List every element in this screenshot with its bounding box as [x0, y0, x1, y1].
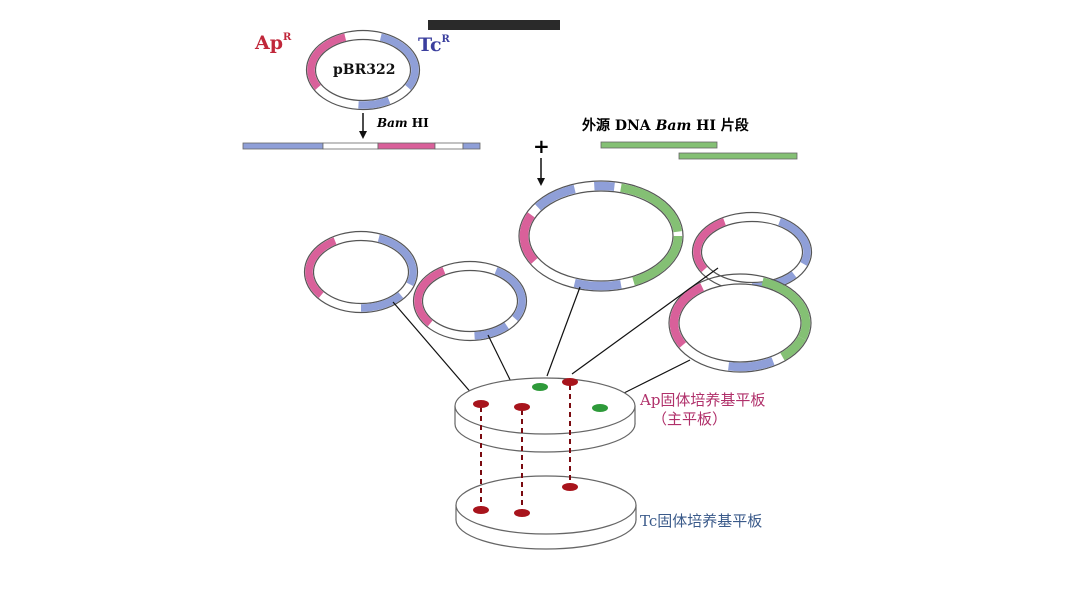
down-arrow-icon — [537, 158, 545, 186]
red-colony — [562, 483, 578, 491]
red-colony — [562, 378, 578, 386]
tc-plate-label: Tc固体培养基平板 — [640, 512, 762, 530]
ap-main-text: Ap — [254, 32, 283, 54]
tc-replica-plate — [455, 475, 637, 550]
foreign-fragment — [678, 152, 798, 160]
pbr322-plasmid — [305, 29, 421, 111]
green-colony — [532, 383, 548, 391]
plasmid-ring — [691, 211, 813, 293]
tc-sup-text: R — [442, 34, 451, 45]
ap-plate-label: Ap固体培养基平板 — [639, 391, 765, 409]
tc-main-text: Tc — [418, 34, 442, 56]
leader-line — [571, 267, 719, 375]
recombinant-plasmid-ring — [518, 180, 684, 292]
red-colony — [514, 403, 530, 411]
enzyme-rest-text: HI — [408, 116, 430, 130]
ap-master-plate — [454, 377, 636, 453]
plasmid-ring — [303, 230, 419, 314]
ap-sup-text: R — [283, 32, 292, 43]
replica-lines — [480, 385, 571, 512]
ampicillin-resistance-label: ApR — [254, 32, 292, 54]
plus-sign: + — [533, 134, 550, 158]
red-colony — [473, 506, 489, 514]
foreign-prefix-text: 外源 DNA — [582, 117, 656, 134]
foreign-italic-text: Bam — [655, 118, 692, 134]
foreign-dna-label: 外源 DNA Bam HI 片段 — [582, 117, 749, 134]
plasmid-name-label: pBR322 — [333, 62, 395, 78]
enzyme-italic-text: Bam — [376, 116, 408, 130]
down-arrow-icon — [359, 113, 367, 139]
foreign-suffix-text: HI 片段 — [691, 117, 749, 134]
pbr322-ring — [305, 29, 421, 111]
leader-line — [546, 286, 581, 377]
tetracycline-resistance-label: TcR — [418, 34, 451, 56]
red-colony — [514, 509, 530, 517]
foreign-fragment — [600, 141, 718, 149]
red-colony — [473, 400, 489, 408]
top-bar — [428, 20, 560, 30]
green-colony — [592, 404, 608, 412]
plasmid-ring — [412, 260, 528, 342]
leader-line — [392, 301, 474, 396]
linearized-plasmid — [242, 142, 481, 150]
enzyme-label: Bam HI — [376, 116, 429, 130]
ap-plate-sublabel: （主平板） — [652, 410, 727, 428]
recombinant-plasmid-ring — [668, 273, 812, 373]
